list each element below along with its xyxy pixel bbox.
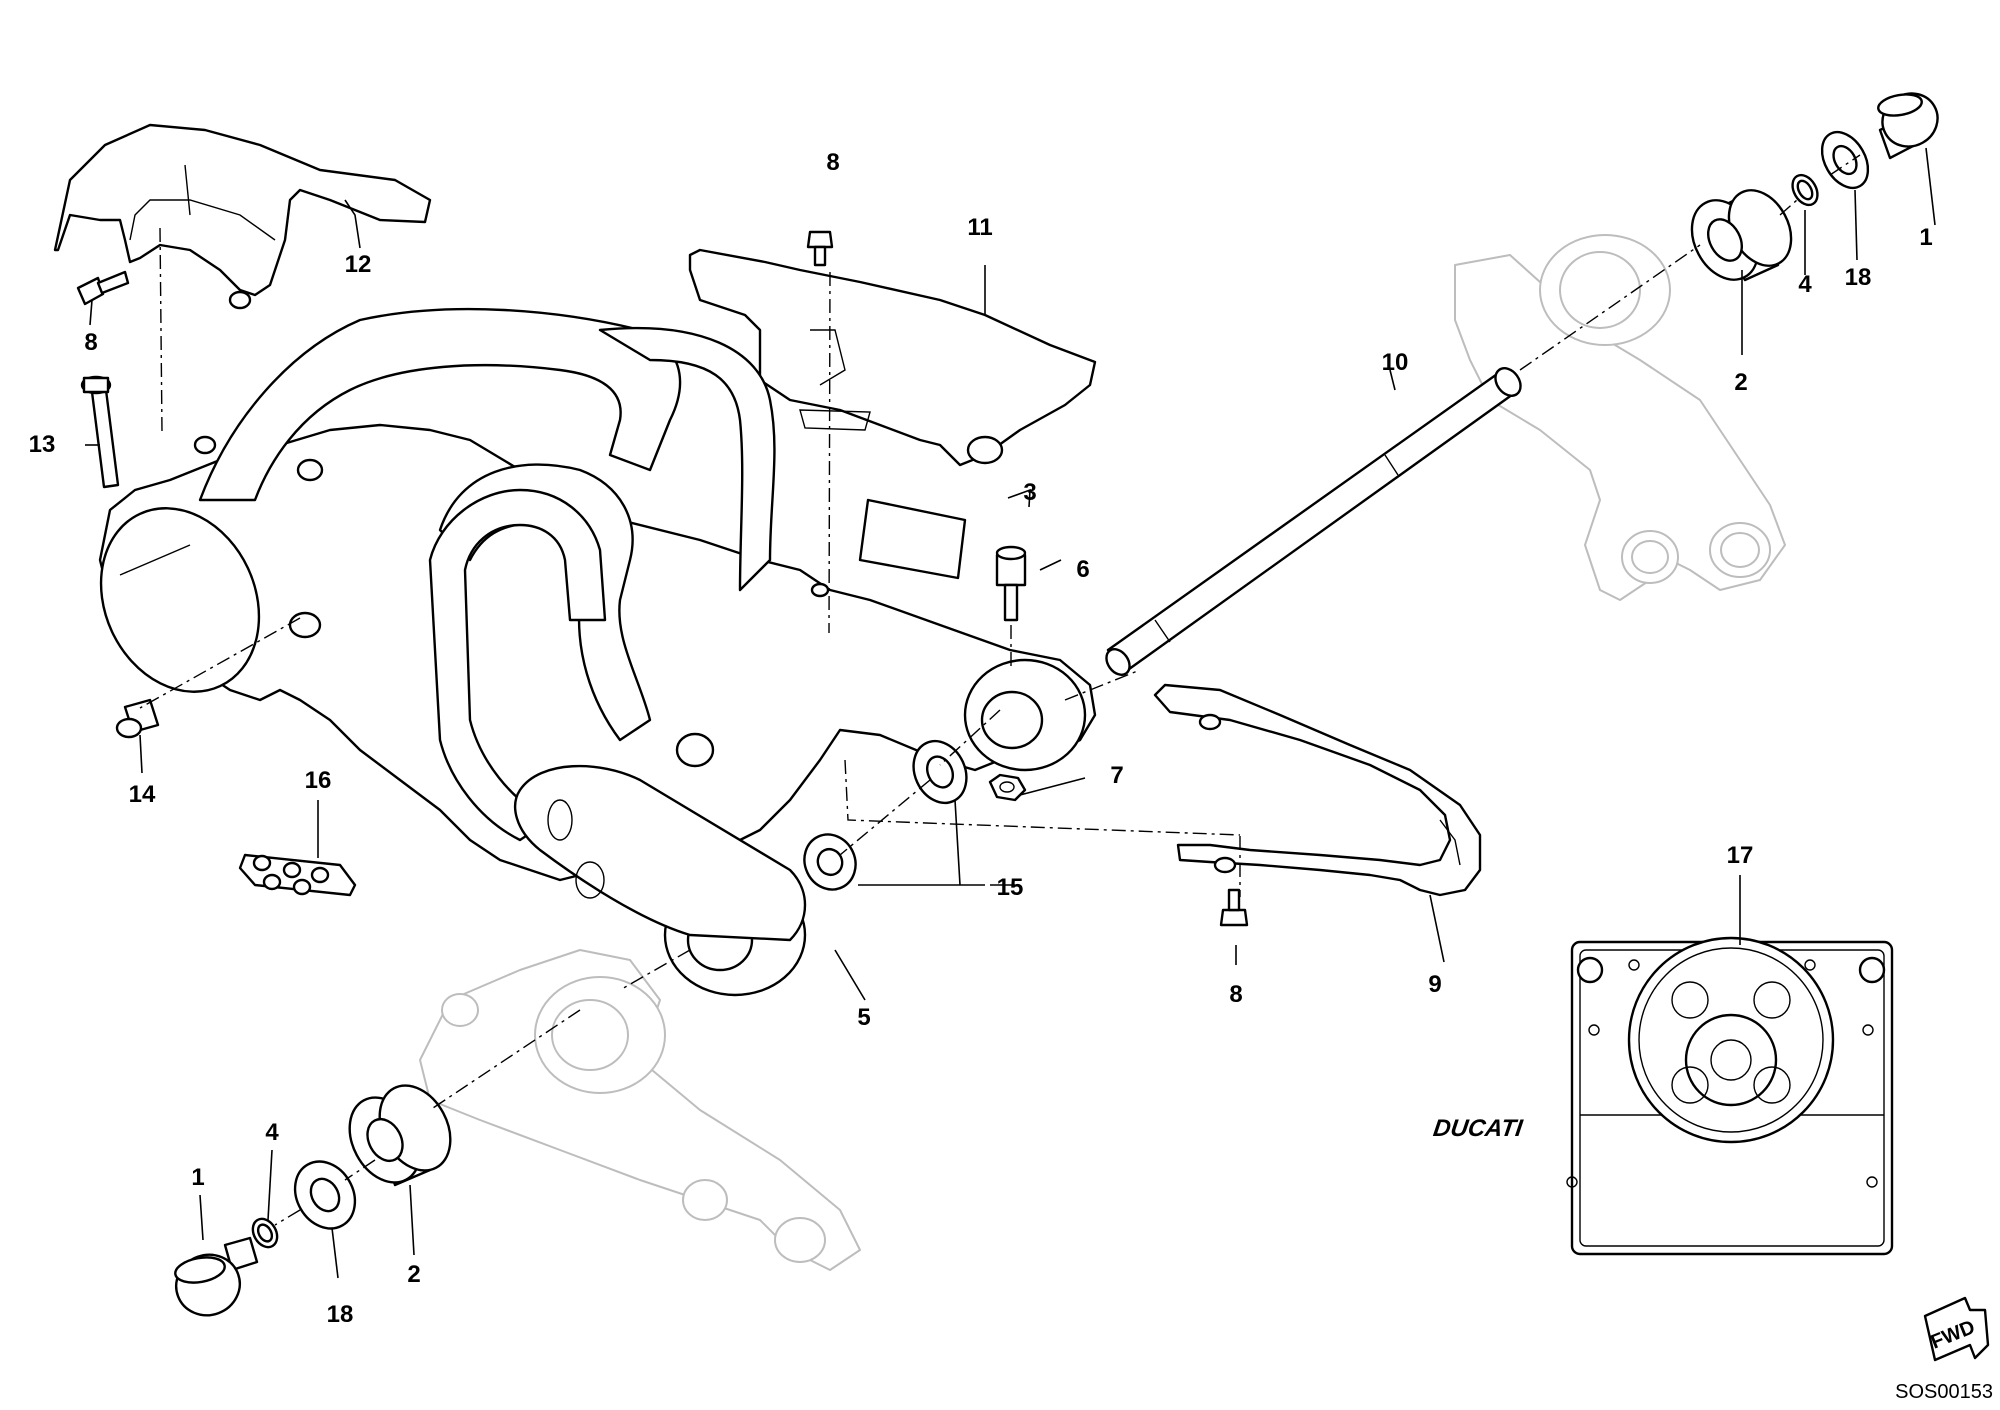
part-7-nut [988, 773, 1027, 802]
callout-4-top: 4 [1798, 271, 1812, 298]
part-1-bolt-bottom [174, 1236, 259, 1317]
right-frame-plate-ghost [1454, 234, 1786, 601]
callout-2-top: 2 [1734, 369, 1747, 396]
part-8-screw-c [1219, 888, 1249, 927]
forward-arrow-icon: FWD [1923, 1296, 1990, 1362]
assembly-axes [139, 154, 1861, 1226]
callout-8-bottom: 8 [1229, 981, 1242, 1008]
callout-11: 11 [967, 214, 992, 241]
callout-4-bottom: 4 [265, 1119, 279, 1146]
part-10-pivot-shaft [1105, 367, 1522, 676]
callout-6: 6 [1076, 556, 1089, 583]
part-4-circlip-top [1791, 173, 1819, 207]
callout-8-top-center: 8 [826, 149, 839, 176]
part-17-sprocket-kit: DUCATI [1432, 936, 1894, 1256]
callout-10: 10 [1382, 349, 1409, 376]
part-5-swingarm [98, 307, 1097, 997]
callout-7: 7 [1110, 762, 1123, 789]
part-8-screw-a [76, 270, 130, 306]
callout-leaders [85, 147, 1936, 1279]
part-2-bearing-top [1690, 189, 1793, 282]
callout-18-bottom: 18 [327, 1301, 354, 1328]
callout-12: 12 [345, 251, 372, 278]
part-12-chain-guard-upper [53, 123, 432, 310]
callout-3: 3 [1023, 479, 1036, 506]
callout-13: 13 [29, 431, 56, 458]
callout-15: 15 [997, 874, 1024, 901]
callout-1-bottom: 1 [191, 1164, 204, 1191]
part-13-bolt [80, 375, 120, 489]
part-18-washer-top [1820, 130, 1870, 190]
callout-18-top: 18 [1845, 264, 1872, 291]
callout-8-left: 8 [84, 329, 97, 356]
drawing-code: SOS00153 [1895, 1381, 1993, 1403]
callout-2-bottom: 2 [407, 1261, 420, 1288]
part-2-bearing-bottom [348, 1084, 452, 1187]
left-frame-plate-ghost [419, 949, 861, 1271]
callout-1-top: 1 [1919, 224, 1932, 251]
callout-17: 17 [1727, 842, 1754, 869]
part-6-screw [995, 545, 1027, 622]
part-15-spacers [803, 739, 968, 891]
callout-5: 5 [857, 1004, 870, 1031]
callout-16: 16 [305, 767, 332, 794]
callout-9: 9 [1428, 971, 1441, 998]
part-3-sticker [858, 498, 967, 580]
callout-14: 14 [129, 781, 156, 808]
part-9-chain-guard-lower [1153, 683, 1482, 897]
part-16-chain-link [238, 853, 357, 897]
part-8-screw-b [806, 230, 834, 267]
part-18-washer-bottom [293, 1160, 357, 1230]
part-4-circlip-bottom [251, 1217, 279, 1249]
callout-labels: 1 18 4 2 10 8 11 12 8 13 3 6 7 14 16 15 … [29, 149, 1933, 1328]
part-14-pin [115, 698, 160, 739]
part-11-chain-guard-center [688, 248, 1097, 467]
part-1-bolt-top [1877, 92, 1939, 160]
kit-brand-logo: DUCATI [1432, 1115, 1526, 1142]
